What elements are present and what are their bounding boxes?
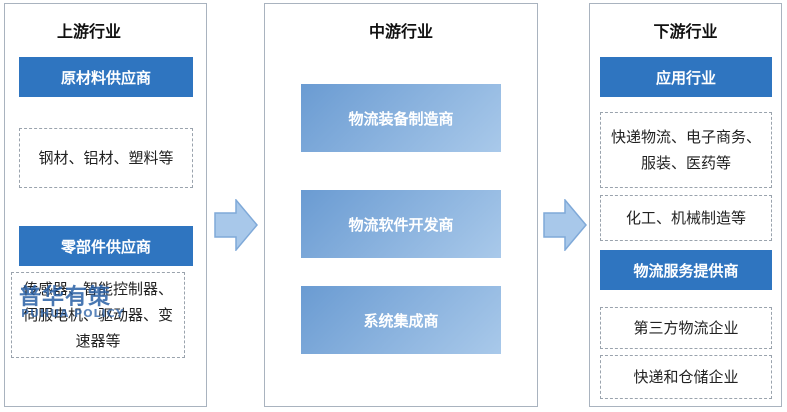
raw-material-items: 钢材、铝材、塑料等 — [19, 128, 193, 188]
logistics-software-developer-box: 物流软件开发商 — [301, 190, 501, 258]
component-supplier-header: 零部件供应商 — [19, 226, 193, 266]
third-party-logistics-box: 第三方物流企业 — [600, 307, 772, 349]
application-items-box-2: 化工、机械制造等 — [600, 195, 772, 241]
flow-arrow-icon — [543, 199, 587, 251]
express-warehousing-box: 快递和仓储企业 — [600, 355, 772, 399]
upstream-column: 上游行业 原材料供应商 钢材、铝材、塑料等 零部件供应商 传感器、智能控制器、伺… — [4, 3, 207, 407]
upstream-title: 上游行业 — [57, 22, 122, 41]
midstream-column: 中游行业 物流装备制造商 物流软件开发商 系统集成商 — [264, 3, 538, 407]
logistics-service-provider-header: 物流服务提供商 — [600, 250, 772, 290]
downstream-title: 下游行业 — [653, 22, 718, 41]
system-integrator-box: 系统集成商 — [301, 286, 501, 354]
raw-material-supplier-header: 原材料供应商 — [19, 57, 193, 97]
downstream-column: 下游行业 应用行业 快递物流、电子商务、服装、医药等 化工、机械制造等 物流服务… — [589, 3, 782, 407]
flow-arrow-icon — [214, 199, 258, 251]
application-industry-header: 应用行业 — [600, 57, 772, 97]
logistics-equipment-manufacturer-box: 物流装备制造商 — [301, 84, 501, 152]
component-items: 传感器、智能控制器、伺服电机、驱动器、变速器等 — [11, 272, 185, 358]
application-items-box: 快递物流、电子商务、服装、医药等 — [600, 112, 772, 188]
midstream-title: 中游行业 — [368, 22, 433, 41]
